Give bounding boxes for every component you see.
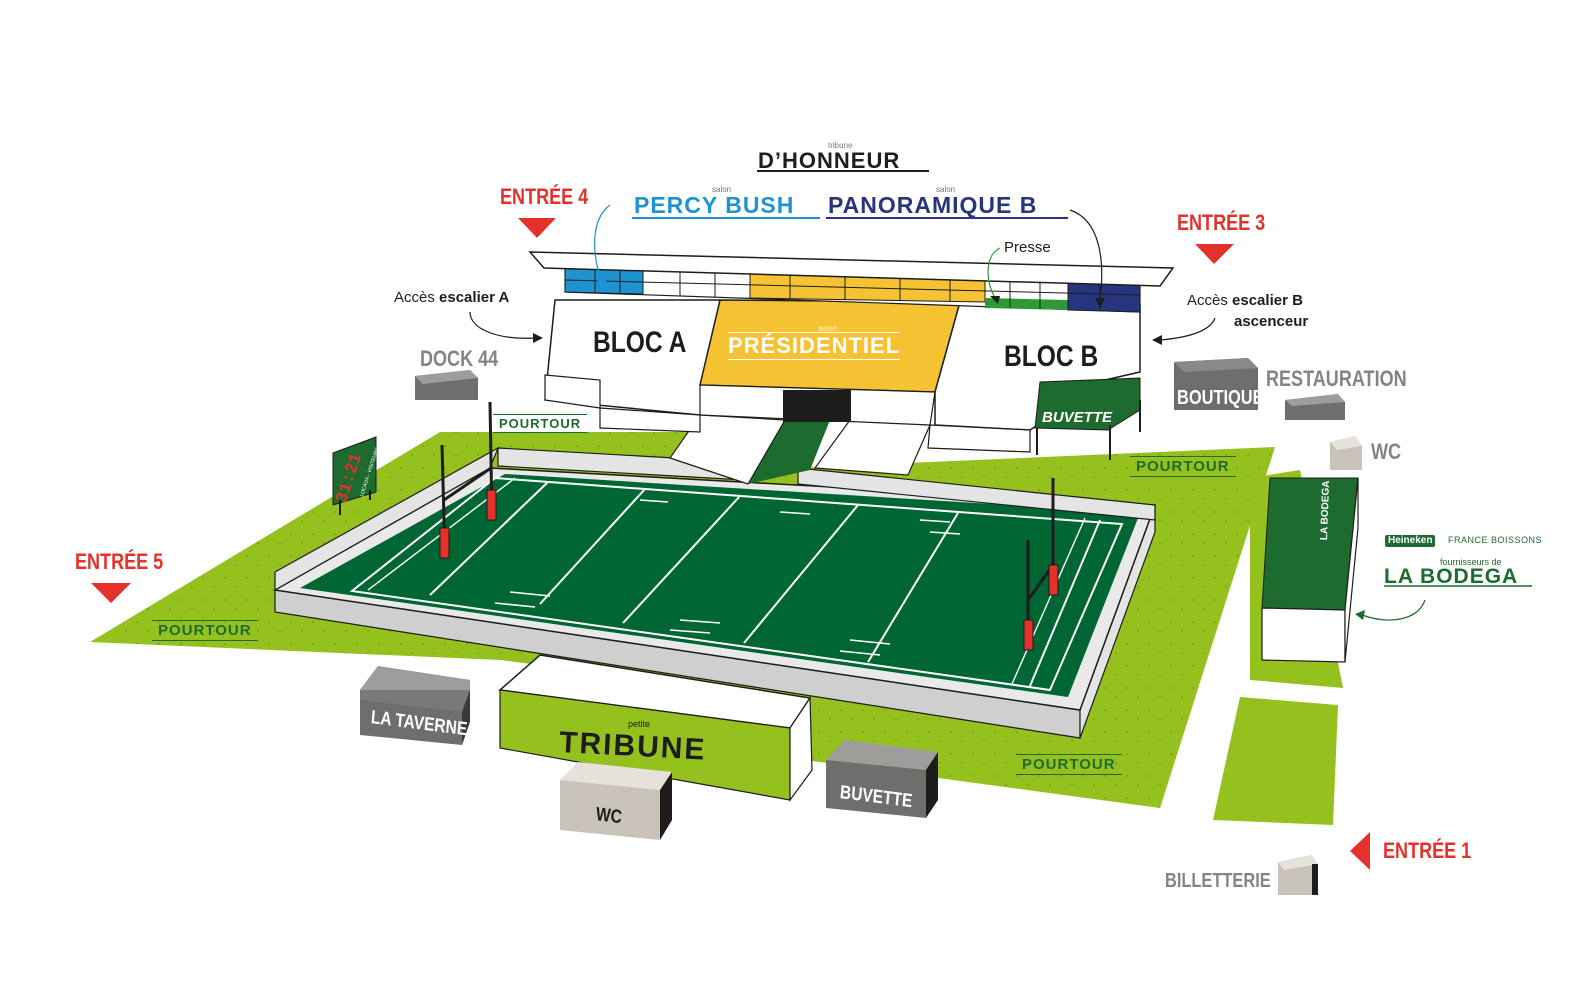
president-small-label: salon <box>818 324 838 333</box>
percy-bush-title: PERCY BUSH <box>634 192 795 218</box>
salon-panoramique-small: salon <box>936 185 956 194</box>
access-escalier-a: Accès escalier A <box>394 289 510 306</box>
title-rules <box>632 170 1532 587</box>
scoreboard <box>332 436 377 515</box>
annotation-arrows <box>469 204 1426 621</box>
bloc-a-label[interactable]: BLOC A <box>593 326 687 359</box>
pourtour-bottom-right: POURTOUR <box>1016 754 1122 775</box>
salon-percy-small: salon <box>712 185 732 194</box>
entrance-arrows <box>91 218 1370 870</box>
entree-5-label[interactable]: ENTRÉE 5 <box>75 549 164 574</box>
restauration-label[interactable]: RESTAURATION <box>1266 366 1407 391</box>
presidentiel-label[interactable]: PRÉSIDENTIEL <box>728 332 901 360</box>
la-bodega-roof-label: LA BODEGA <box>1319 480 1333 541</box>
bodega-subtitle: fournisseurs de <box>1440 557 1502 567</box>
goal-posts <box>439 401 1059 651</box>
heineken-logo: Heineken <box>1385 535 1436 547</box>
entree-4-label[interactable]: ENTRÉE 4 <box>500 184 589 209</box>
buildings <box>360 358 1362 895</box>
la-bodega-title[interactable]: LA BODEGA <box>1384 565 1519 588</box>
presse-label: Presse <box>1004 239 1051 256</box>
access-ascenceur: ascenceur <box>1234 313 1309 330</box>
pourtour-top-right: POURTOUR <box>1130 456 1236 477</box>
bloc-b-label[interactable]: BLOC B <box>1004 340 1099 373</box>
dock-44-label[interactable]: DOCK 44 <box>420 346 499 371</box>
panoramique-b-title: PANORAMIQUE B <box>828 192 1038 218</box>
entree-3-label[interactable]: ENTRÉE 3 <box>1177 210 1266 235</box>
wc-bottom-label[interactable]: WC <box>595 804 623 829</box>
petite-tribune-small: petite <box>628 719 651 729</box>
petite-tribune-title[interactable]: TRIBUNE <box>558 726 708 767</box>
access-escalier-b: Accès escalier B <box>1187 292 1303 309</box>
pitch <box>272 446 1157 739</box>
france-boissons-logo: FRANCE BOISSONS <box>1448 535 1543 545</box>
petite-tribune <box>498 654 813 802</box>
wc-right-label[interactable]: WC <box>1371 439 1402 464</box>
tribune-honneur-title: D’HONNEUR <box>758 148 901 173</box>
buvette-top-label[interactable]: BUVETTE <box>1042 409 1113 426</box>
billetterie-label[interactable]: BILLETTERIE <box>1165 870 1271 892</box>
entree-1-label[interactable]: ENTRÉE 1 <box>1383 838 1472 863</box>
tribune-small-label: tribune <box>828 141 853 150</box>
boutique-label[interactable]: BOUTIQUE <box>1177 387 1264 409</box>
pourtour-left: POURTOUR <box>152 620 258 641</box>
pourtour-top-left: POURTOUR <box>493 414 588 433</box>
